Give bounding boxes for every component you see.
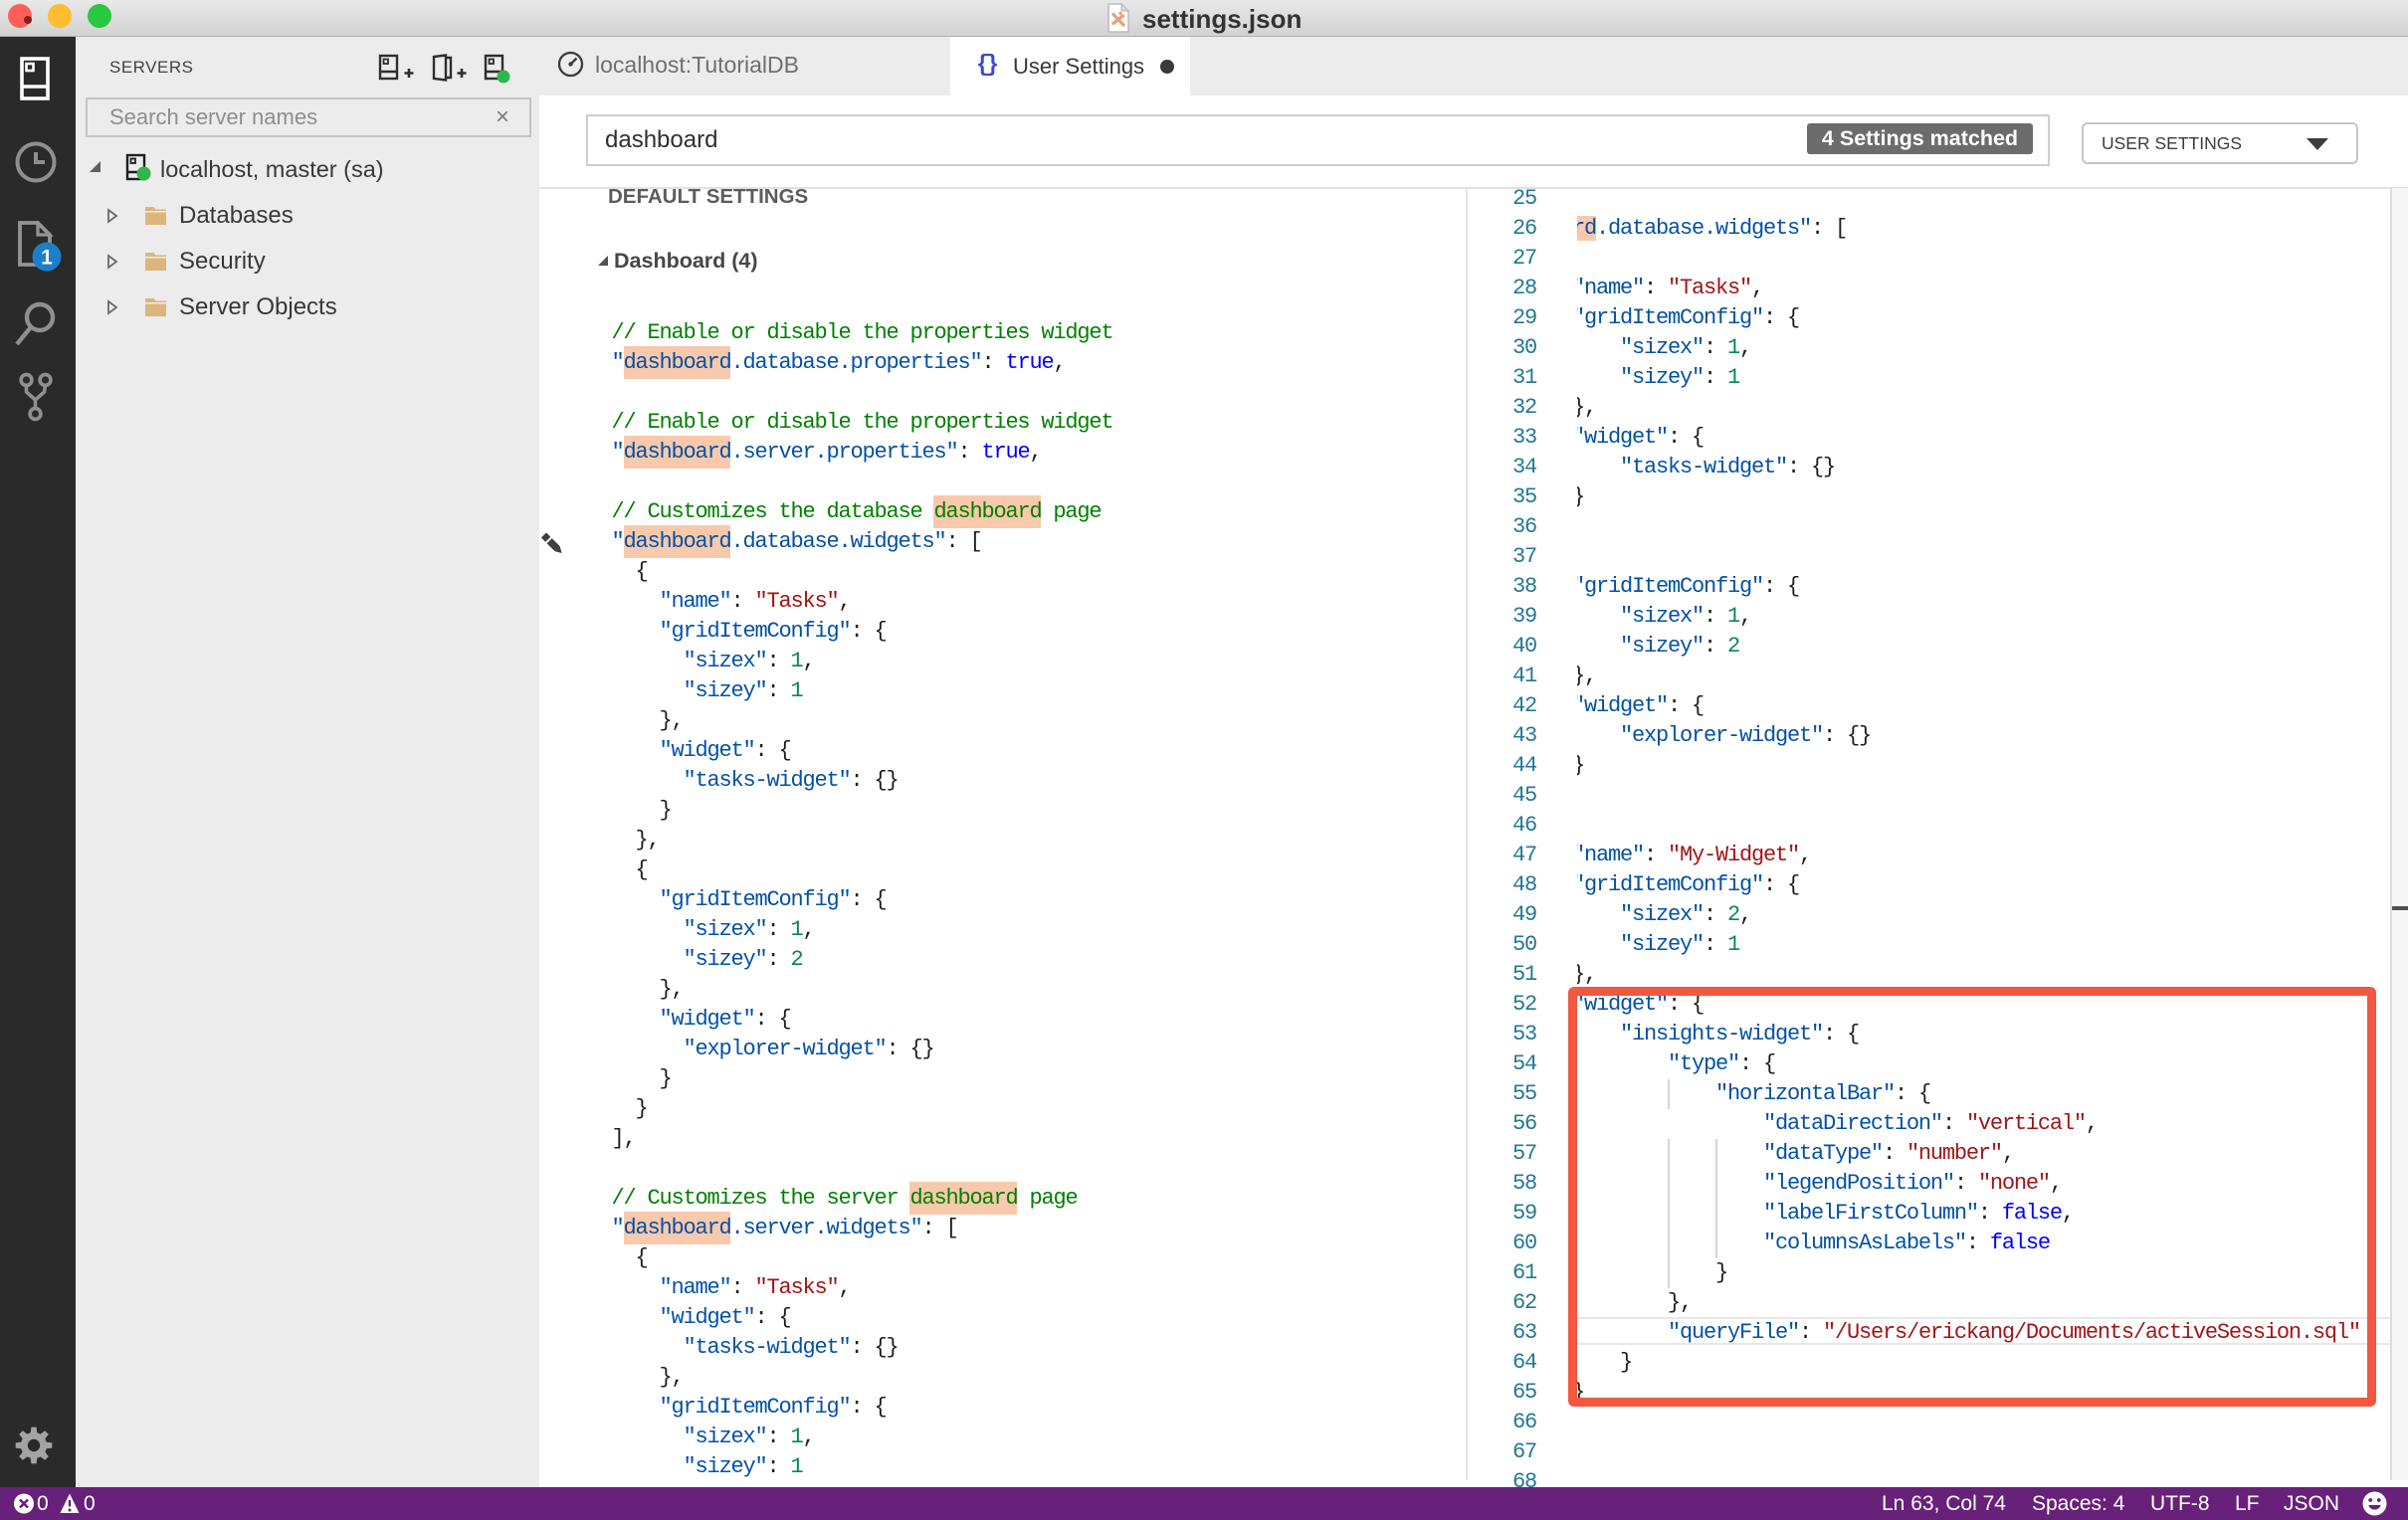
svg-text:1: 1	[41, 247, 53, 270]
